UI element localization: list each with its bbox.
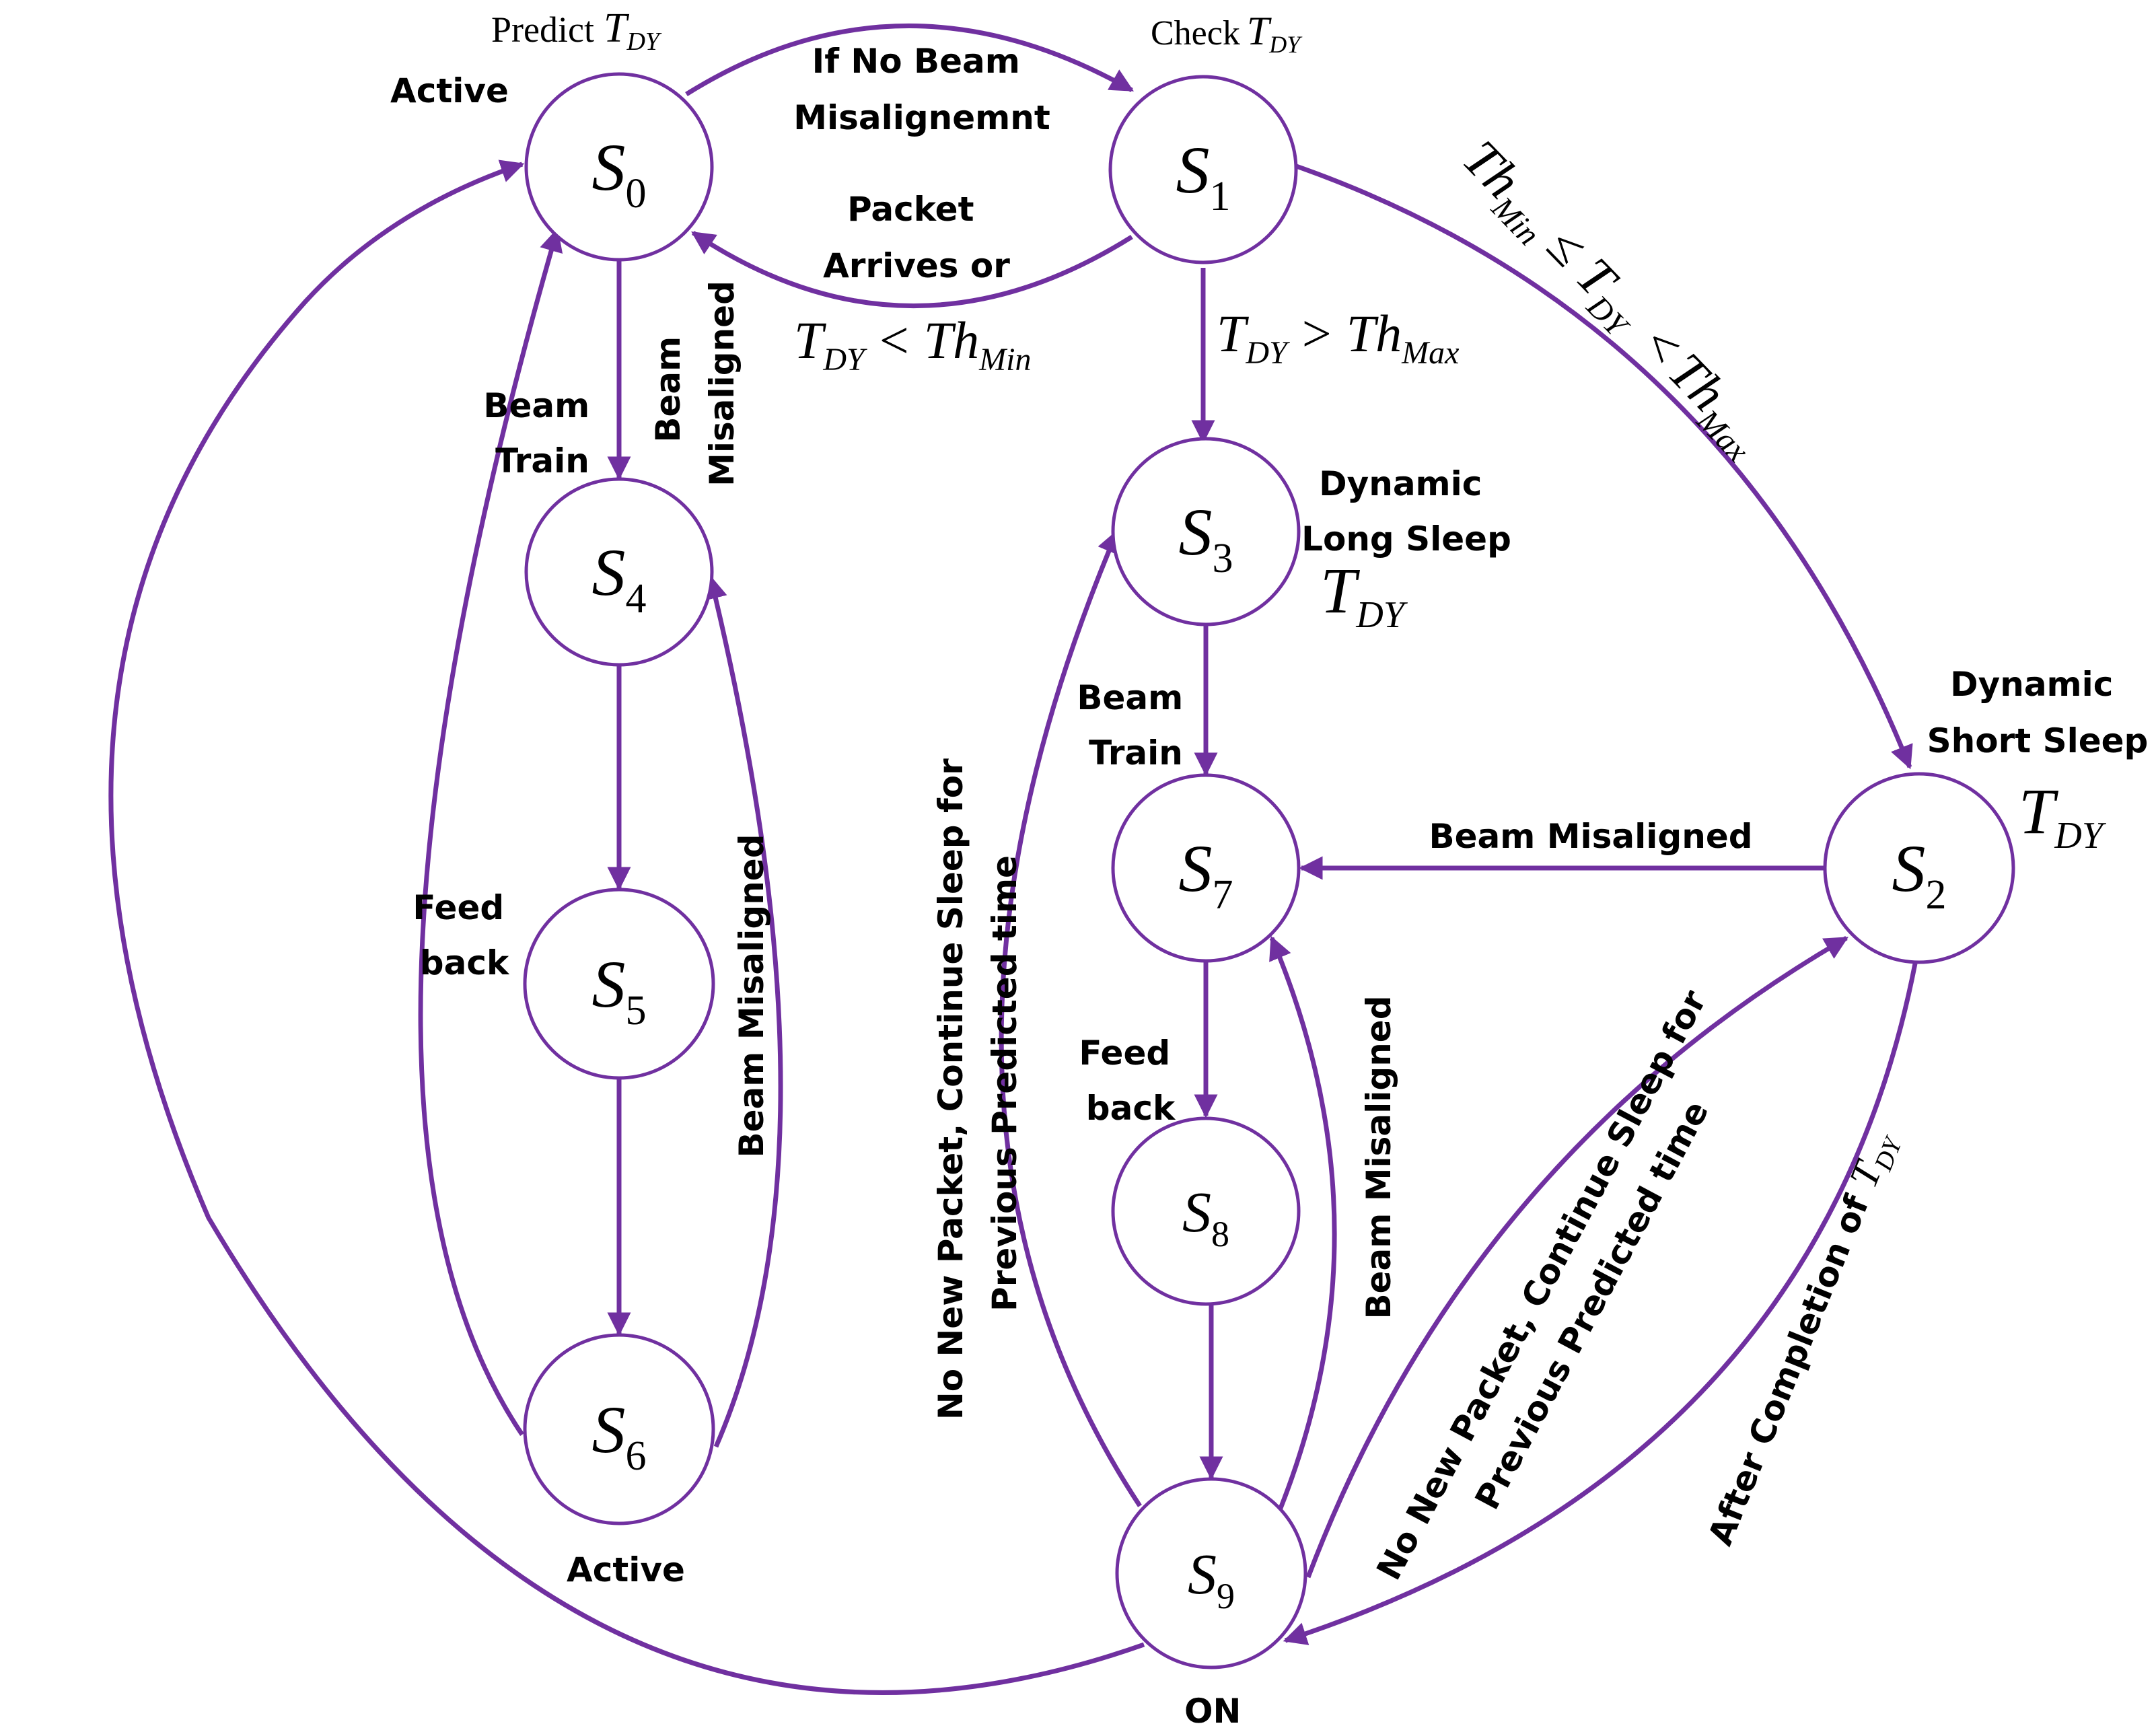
feed-back-left-label: Feed back bbox=[412, 888, 515, 982]
cond-thmin-le-tdy-lt-thmax: ThMin≤TDY<ThMax bbox=[1446, 129, 1778, 468]
edge-s1-s2 bbox=[1289, 161, 1913, 770]
state-s5[interactable]: S5 bbox=[523, 888, 715, 1080]
state-index: 1 bbox=[1210, 174, 1231, 219]
s3-tdy: TDY bbox=[1320, 554, 1408, 636]
state-letter: S bbox=[1179, 495, 1213, 569]
state-s0[interactable]: S0 bbox=[524, 72, 714, 262]
svg-text:S2: S2 bbox=[1892, 831, 1947, 918]
state-letter: S bbox=[592, 947, 626, 1021]
state-s4[interactable]: S4 bbox=[524, 477, 714, 667]
svg-text:S6: S6 bbox=[592, 1392, 647, 1479]
packet-arrives-label: Packet Arrives or bbox=[823, 190, 1010, 285]
svg-text:S4: S4 bbox=[592, 535, 647, 622]
edge-s9-s7 bbox=[1269, 935, 1337, 1511]
edge-s9-s2 bbox=[1305, 935, 1849, 1579]
beam-misaligned-left-label: Beam Misaligned bbox=[732, 834, 771, 1157]
state-letter: S bbox=[1188, 1542, 1217, 1606]
svg-text:S8: S8 bbox=[1182, 1180, 1229, 1254]
dynamic-long-sleep-label: Dynamic Long Sleep bbox=[1301, 464, 1511, 559]
state-index: 3 bbox=[1213, 536, 1233, 581]
beam-train-mid-label: Beam Train bbox=[1077, 678, 1194, 772]
state-index: 7 bbox=[1213, 872, 1233, 918]
state-letter: S bbox=[1182, 1180, 1211, 1244]
state-letter: S bbox=[592, 535, 626, 610]
edge-s9-s3 bbox=[999, 529, 1142, 1507]
state-letter: S bbox=[592, 1392, 626, 1467]
state-index: 8 bbox=[1211, 1214, 1229, 1254]
state-index: 0 bbox=[626, 171, 647, 217]
no-new-packet-s2-label: No New Packet, Continue Sleep for Previo… bbox=[1369, 974, 1767, 1612]
state-s8[interactable]: S8 bbox=[1111, 1116, 1301, 1306]
beam-misaligned-s0-label: Beam Misaligned bbox=[649, 281, 742, 487]
edge-s2-s9 bbox=[1283, 963, 1918, 1645]
svg-text:S3: S3 bbox=[1179, 495, 1233, 581]
state-s1[interactable]: S1 bbox=[1108, 75, 1298, 264]
svg-text:S0: S0 bbox=[592, 130, 647, 217]
dynamic-short-sleep-label: Dynamic Short Sleep bbox=[1927, 665, 2149, 760]
state-letter: S bbox=[1892, 831, 1926, 906]
edge-s0-s1 bbox=[685, 24, 1135, 96]
beam-train-left-label: Beam Train bbox=[483, 386, 601, 480]
svg-text:S1: S1 bbox=[1176, 133, 1231, 219]
edge-s6-s4 bbox=[704, 575, 783, 1448]
state-index: 2 bbox=[1926, 872, 1947, 918]
state-index: 4 bbox=[626, 576, 647, 622]
cond-tdy-gt-thmax: TDY>ThMax bbox=[1217, 304, 1459, 371]
state-s2[interactable]: S2 bbox=[1823, 772, 2015, 964]
state-s6[interactable]: S6 bbox=[523, 1333, 715, 1525]
after-completion-label: After Completion ofTDY bbox=[1696, 1123, 1908, 1552]
edge-s6-s0 bbox=[418, 227, 563, 1436]
transition-edges bbox=[108, 24, 1918, 1695]
edge-s1-s0 bbox=[691, 231, 1133, 308]
on-label: ON bbox=[1184, 1692, 1241, 1728]
svg-text:S7: S7 bbox=[1179, 831, 1233, 918]
edge-s9-s0 bbox=[108, 159, 1145, 1695]
state-s3[interactable]: S3 bbox=[1111, 437, 1301, 626]
state-index: 9 bbox=[1217, 1576, 1235, 1616]
cond-tdy-lt-thmin: TDY<ThMin bbox=[794, 311, 1031, 377]
state-s9[interactable]: S9 bbox=[1115, 1477, 1307, 1669]
state-s7[interactable]: S7 bbox=[1111, 773, 1301, 963]
svg-text:S9: S9 bbox=[1188, 1542, 1235, 1616]
beam-misaligned-mid-label: Beam Misaligned bbox=[1359, 995, 1398, 1319]
svg-text:S5: S5 bbox=[592, 947, 647, 1034]
no-misalignment-label: If No Beam Misalignemnt bbox=[793, 42, 1050, 137]
state-letter: S bbox=[592, 130, 626, 205]
beam-misaligned-h-label: Beam Misaligned bbox=[1429, 817, 1752, 856]
feed-back-mid-label: Feed back bbox=[1079, 1034, 1182, 1128]
state-index: 6 bbox=[626, 1433, 647, 1479]
s2-tdy: TDY bbox=[2019, 775, 2107, 857]
active-s0-label: Active bbox=[390, 71, 509, 110]
no-new-packet-s3-label: No New Packet, Continue Sleep for Previo… bbox=[931, 747, 1024, 1420]
state-index: 5 bbox=[626, 988, 647, 1034]
state-nodes: S0 S1 S2 S3 S4 S5 S6 S7 bbox=[523, 72, 2015, 1669]
active-s6-label: Active bbox=[567, 1550, 685, 1589]
state-letter: S bbox=[1179, 831, 1213, 906]
state-letter: S bbox=[1176, 133, 1210, 207]
